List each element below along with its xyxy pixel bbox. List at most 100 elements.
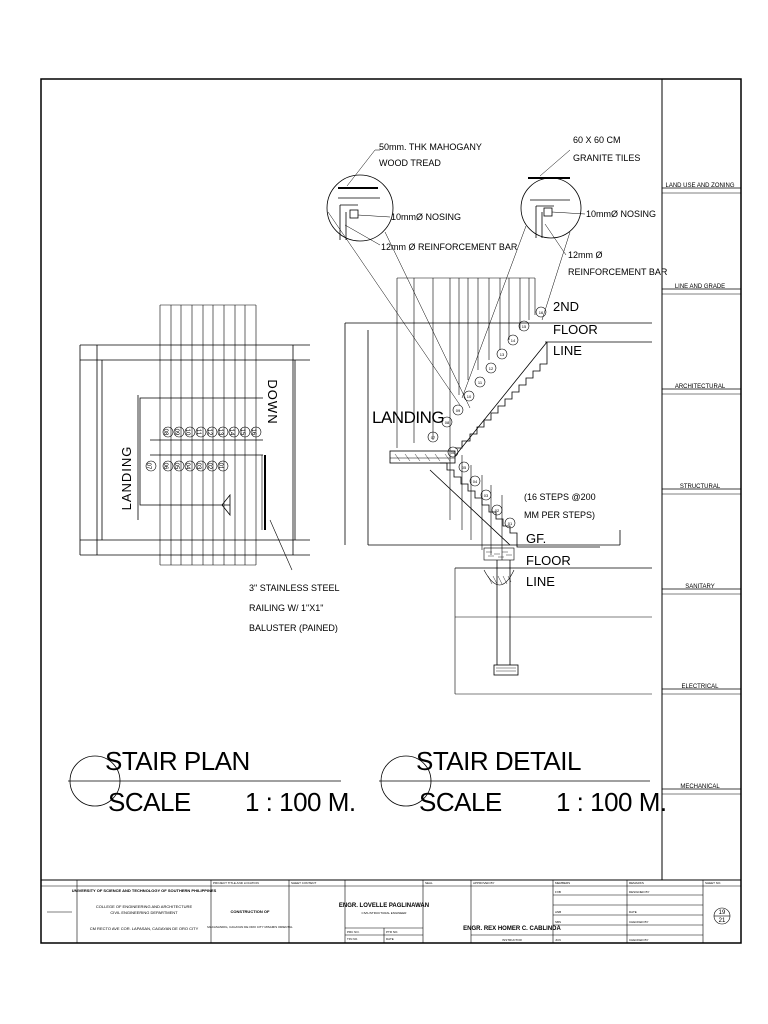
ptr-label: PTR NO. [386, 930, 398, 934]
step-number: 03 [195, 463, 201, 470]
step-tag: 12 [489, 366, 494, 371]
detail-callouts: 50mm. THK MAHOGANY WOOD TREAD 10mmØ NOSI… [372, 135, 668, 589]
stair-detail-drawing [326, 149, 652, 695]
step-number: 12 [206, 429, 212, 436]
step-number: 10 [184, 429, 190, 436]
plan-risers [159, 304, 257, 566]
sheet-number: 19 [719, 910, 726, 916]
member-initials: SBS [555, 920, 561, 924]
step-tag: 06 [451, 450, 456, 455]
steps-note: MM PER STEPS) [524, 510, 595, 520]
discipline-label: ARCHITECTURAL [675, 384, 726, 390]
nosing-note-right: 10mmØ NOSING [586, 209, 656, 219]
project-title: CONSTRUCTION OF [231, 909, 270, 914]
member-initials: FXB [555, 890, 561, 894]
step-tag: 08 [445, 420, 450, 425]
nosing-note-left: 10mmØ NOSING [391, 212, 461, 222]
discipline-label: LAND USE AND ZONING [665, 183, 734, 189]
gf-label: FLOOR [526, 553, 571, 568]
floor2-label: FLOOR [553, 322, 598, 337]
project-location: MACASANDIG, CAGAYAN DE ORO CITY MISAMIS … [207, 925, 293, 929]
remarks-item: DATE [629, 910, 637, 914]
step-number: 09 [173, 429, 179, 436]
plan-title: STAIR PLAN [105, 746, 250, 776]
discipline-label: LINE AND GRADE [675, 284, 725, 290]
railing-note-line: 3" STAINLESS STEEL [249, 583, 340, 593]
sheet-content-header: SHEET CONTENT [291, 881, 316, 885]
title-block-grid [41, 880, 741, 943]
detail-title: STAIR DETAIL [416, 746, 581, 776]
step-number: 11 [195, 429, 201, 436]
date-label: DATE [386, 937, 394, 941]
railing-note-line: BALUSTER (PAINED) [249, 623, 338, 633]
member-initials: JCN [555, 938, 561, 942]
hatch-patterns [394, 453, 516, 672]
discipline-label: SANITARY [685, 584, 714, 590]
remarks-item: CHECKED BY [629, 920, 649, 924]
discipline-list: LAND USE AND ZONING LINE AND GRADE ARCHI… [665, 183, 734, 790]
step-number: 05 [173, 463, 179, 470]
step-number: 02 [206, 463, 212, 470]
gf-label: GF. [526, 531, 546, 546]
step-tag: 05 [462, 465, 467, 470]
seal-header: SEAL [425, 881, 433, 885]
step-number: 16 [250, 429, 256, 436]
tread-note: WOOD TREAD [379, 158, 441, 168]
detail-step-tags: 01 02 03 04 05 06 07 08 09 10 11 12 13 1… [427, 306, 547, 529]
sheet-frame [40, 78, 742, 944]
plan-step-numbers-top: 08 09 10 11 12 13 14 15 16 [162, 426, 262, 438]
step-number: 14 [228, 429, 234, 436]
step-tag: 10 [467, 394, 472, 399]
gf-label: LINE [526, 574, 555, 589]
railing-note: 3" STAINLESS STEEL RAILING W/ 1"X1" BALU… [249, 583, 340, 633]
approved-header: APPROVED BY [473, 881, 495, 885]
plan-landing-label: LANDING [119, 446, 134, 511]
step-number: 08 [162, 429, 168, 436]
step-number: 04 [184, 463, 190, 470]
remarks-header: REMARKS [629, 881, 644, 885]
step-tag: 07 [431, 435, 436, 440]
step-tag: 11 [478, 380, 483, 385]
plan-step-numbers-bottom: 07 06 05 04 03 02 01 [145, 460, 229, 472]
sheet-total: 21 [719, 918, 726, 924]
step-number: 15 [239, 429, 245, 436]
remarks-item: DESIGNED BY [629, 890, 650, 894]
step-tag: 02 [495, 508, 500, 513]
college-name: COLLEGE OF ENGINEERING AND ARCHITECTURE [96, 904, 193, 909]
detail-scale-value: 1 : 100 M. [556, 787, 667, 817]
instructor-role: INSTRUCTOR [502, 938, 522, 942]
university-name: UNIVERSITY OF SCIENCE AND TECHNOLOGY OF … [72, 888, 217, 893]
step-tag: 03 [484, 493, 489, 498]
tiles-note: 60 X 60 CM [573, 135, 621, 145]
discipline-label: STRUCTURAL [680, 484, 721, 490]
member-initials: ANB [555, 910, 561, 914]
title-block-text: UNIVERSITY OF SCIENCE AND TECHNOLOGY OF … [72, 881, 726, 942]
rebar-note-right: 12mm Ø [568, 250, 603, 260]
rebar-note-right: REINFORCEMENT BAR [568, 267, 668, 277]
plan-scale-value: 1 : 100 M. [245, 787, 356, 817]
engineer-name: ENGR. LOVELLE PAGLINAWAN [339, 903, 429, 909]
tiles-note: GRANITE TILES [573, 153, 640, 163]
plan-scale-label: SCALE [108, 787, 191, 817]
step-tag: 04 [473, 479, 478, 484]
step-tag: 16 [539, 310, 544, 315]
remarks-item: CHECKED BY [629, 938, 649, 942]
members-header: MEMBERS [555, 881, 570, 885]
tread-note: 50mm. THK MAHOGANY [379, 142, 482, 152]
university-address: CM RECTO AVE COR. LAPASAN, CAGAYAN DE OR… [90, 926, 199, 931]
rebar-note-left: 12mm Ø REINFORCEMENT BAR [381, 242, 518, 252]
engineer-role: CIVIL/STRUCTURAL ENGINEER [362, 911, 408, 915]
discipline-label: ELECTRICAL [681, 684, 719, 690]
prc-label: PRC NO. [347, 930, 360, 934]
discipline-label: MECHANICAL [680, 784, 720, 790]
step-number: 07 [145, 463, 151, 470]
step-number: 06 [162, 463, 168, 470]
stair-plan-drawing [79, 304, 310, 571]
department-name: CIVIL ENGINEERING DEPARTMENT [110, 910, 178, 915]
sheet-no-header: SHEET NO. [705, 881, 721, 885]
step-tag: 01 [508, 521, 513, 526]
plan-down-label: DOWN [265, 379, 280, 424]
detail-scale-label: SCALE [419, 787, 502, 817]
detail-title-block: STAIR DETAIL SCALE 1 : 100 M. [379, 746, 667, 817]
step-number: 01 [217, 463, 223, 470]
